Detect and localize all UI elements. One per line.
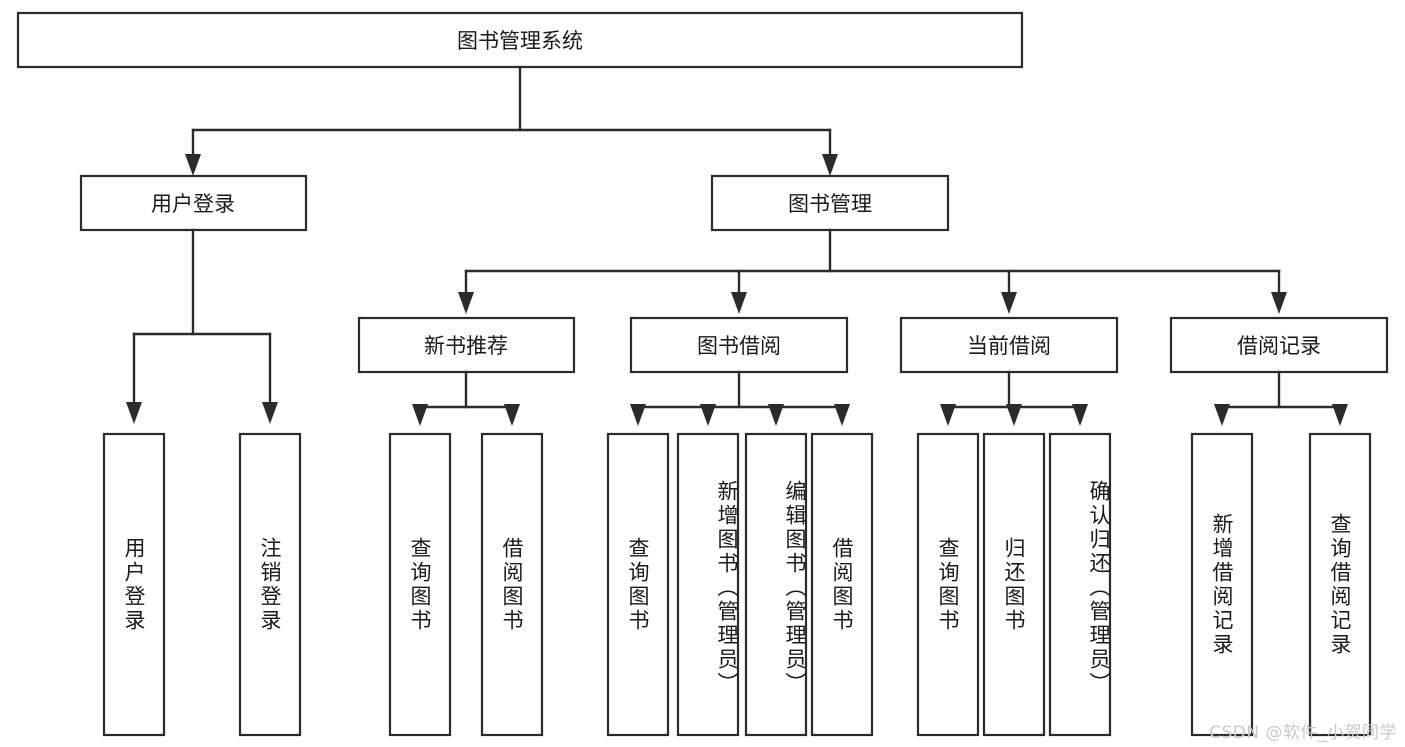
arrow-head-bb-4 — [834, 404, 850, 426]
arrow-head-ul-1 — [126, 402, 142, 424]
arrow-head-cb-2 — [1006, 404, 1022, 426]
arrow-head-l3-2 — [731, 292, 747, 314]
node-user-login[interactable]: 用户登录 — [79, 174, 308, 232]
node-current-borrow-label: 当前借阅 — [967, 334, 1051, 358]
arrow-head-nbr-1 — [412, 404, 428, 426]
arrow-head-l3-3 — [1001, 292, 1017, 314]
leaf-box-cb-3[interactable] — [1048, 432, 1112, 737]
leaf-box-cb-2[interactable] — [982, 432, 1046, 737]
node-new-book-recommend[interactable]: 新书推荐 — [357, 316, 576, 374]
leaf-box-bb-4[interactable] — [810, 432, 874, 737]
leaf-box-bb-3[interactable] — [744, 432, 808, 737]
arrow-head-cb-3 — [1072, 404, 1088, 426]
node-current-borrow-box[interactable] — [899, 316, 1119, 374]
leaf-box-bb-2[interactable] — [676, 432, 740, 737]
node-new-book-recommend-box[interactable] — [357, 316, 576, 374]
leaf-box-nbr-1[interactable] — [388, 432, 452, 737]
leaf-box-bb-1[interactable] — [606, 432, 670, 737]
arrow-head-br-1 — [1214, 404, 1230, 426]
node-borrow-record[interactable]: 借阅记录 — [1169, 316, 1389, 374]
node-root-label: 图书管理系统 — [457, 29, 583, 53]
node-borrow-record-box[interactable] — [1169, 316, 1389, 374]
leaf-box-cb-1[interactable] — [916, 432, 980, 737]
node-new-book-recommend-label: 新书推荐 — [424, 334, 508, 358]
arrow-head-user-login — [185, 154, 201, 176]
leaf-box-br-1[interactable] — [1190, 432, 1254, 737]
leaf-box-br-2[interactable] — [1308, 432, 1372, 737]
node-root-box[interactable] — [16, 11, 1024, 69]
node-book-manage-box[interactable] — [710, 174, 950, 232]
leaf-box-nbr-2[interactable] — [480, 432, 544, 737]
leaf-box-user-login-2[interactable] — [238, 432, 302, 737]
node-book-manage-label: 图书管理 — [788, 192, 872, 216]
arrow-head-bb-1 — [630, 404, 646, 426]
arrow-head-br-2 — [1332, 404, 1348, 426]
arrow-head-l3-1 — [458, 292, 474, 314]
arrow-head-bb-2 — [700, 404, 716, 426]
arrow-head-ul-2 — [262, 402, 278, 424]
node-root[interactable]: 图书管理系统 — [16, 11, 1024, 69]
node-borrow-record-label: 借阅记录 — [1237, 334, 1321, 358]
node-user-login-label: 用户登录 — [151, 192, 235, 216]
node-current-borrow[interactable]: 当前借阅 — [899, 316, 1119, 374]
node-book-borrow[interactable]: 图书借阅 — [629, 316, 849, 374]
arrow-head-l3-4 — [1271, 292, 1287, 314]
arrow-head-bb-3 — [768, 404, 784, 426]
watermark-text: CSDN @软件_小贺同学 — [1209, 723, 1397, 743]
leaf-box-user-login-1[interactable] — [102, 432, 166, 737]
arrow-head-book-manage — [822, 154, 838, 176]
node-book-borrow-box[interactable] — [629, 316, 849, 374]
arrow-head-nbr-2 — [504, 404, 520, 426]
node-book-manage[interactable]: 图书管理 — [710, 174, 950, 232]
node-book-borrow-label: 图书借阅 — [697, 334, 781, 358]
arrow-head-cb-1 — [940, 404, 956, 426]
